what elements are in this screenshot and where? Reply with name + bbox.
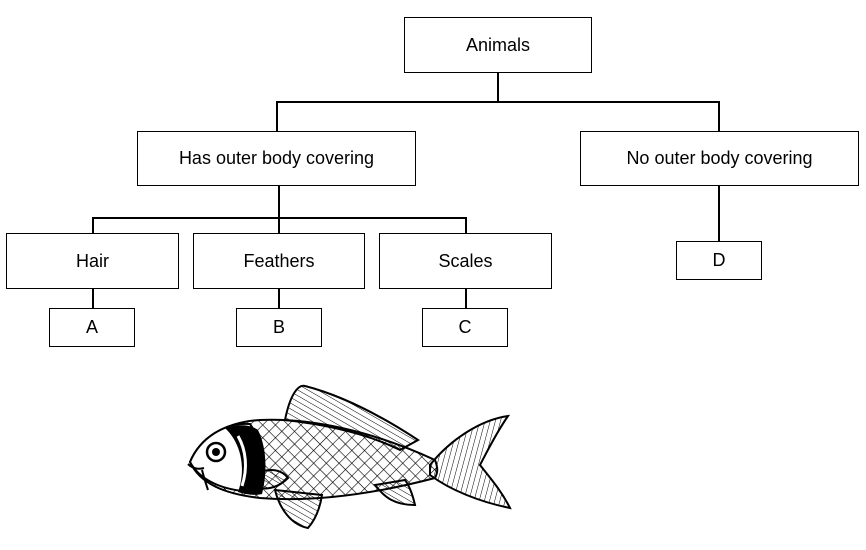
node-a: A [49, 308, 135, 347]
node-scales-label: Scales [438, 250, 493, 271]
connector-covered-drop [276, 101, 278, 132]
connector-hair-drop [92, 217, 94, 234]
node-no-covering-label: No outer body covering [626, 148, 813, 168]
node-no-outer-body-covering: No outer body covering [580, 131, 859, 186]
node-d-label: D [712, 250, 726, 270]
node-animals-label: Animals [465, 34, 531, 55]
node-feathers-label: Feathers [243, 250, 315, 271]
node-hair-label: Hair [75, 250, 109, 271]
connector-root-stem [497, 72, 499, 102]
connector-feathers-to-b [278, 288, 280, 309]
connector-root-bar [276, 101, 719, 103]
connector-feathers-drop [278, 217, 280, 234]
node-d: D [676, 241, 762, 280]
node-b-label: B [272, 317, 285, 337]
node-has-outer-body-covering: Has outer body covering [137, 131, 416, 186]
connector-hair-to-a [92, 288, 94, 309]
connector-covered-stem [278, 185, 280, 218]
node-c: C [422, 308, 508, 347]
node-animals: Animals [404, 17, 592, 73]
connector-uncovered-drop [718, 101, 720, 132]
node-has-covering-label: Has outer body covering [178, 148, 375, 168]
node-c-label: C [458, 317, 472, 337]
node-scales: Scales [379, 233, 552, 289]
node-hair: Hair [6, 233, 179, 289]
connector-scales-drop [465, 217, 467, 234]
node-a-label: A [85, 317, 98, 337]
node-b: B [236, 308, 322, 347]
node-feathers: Feathers [193, 233, 365, 289]
connector-uncovered-to-d [718, 185, 720, 242]
fish-icon [187, 384, 512, 530]
connector-scales-to-c [465, 288, 467, 309]
